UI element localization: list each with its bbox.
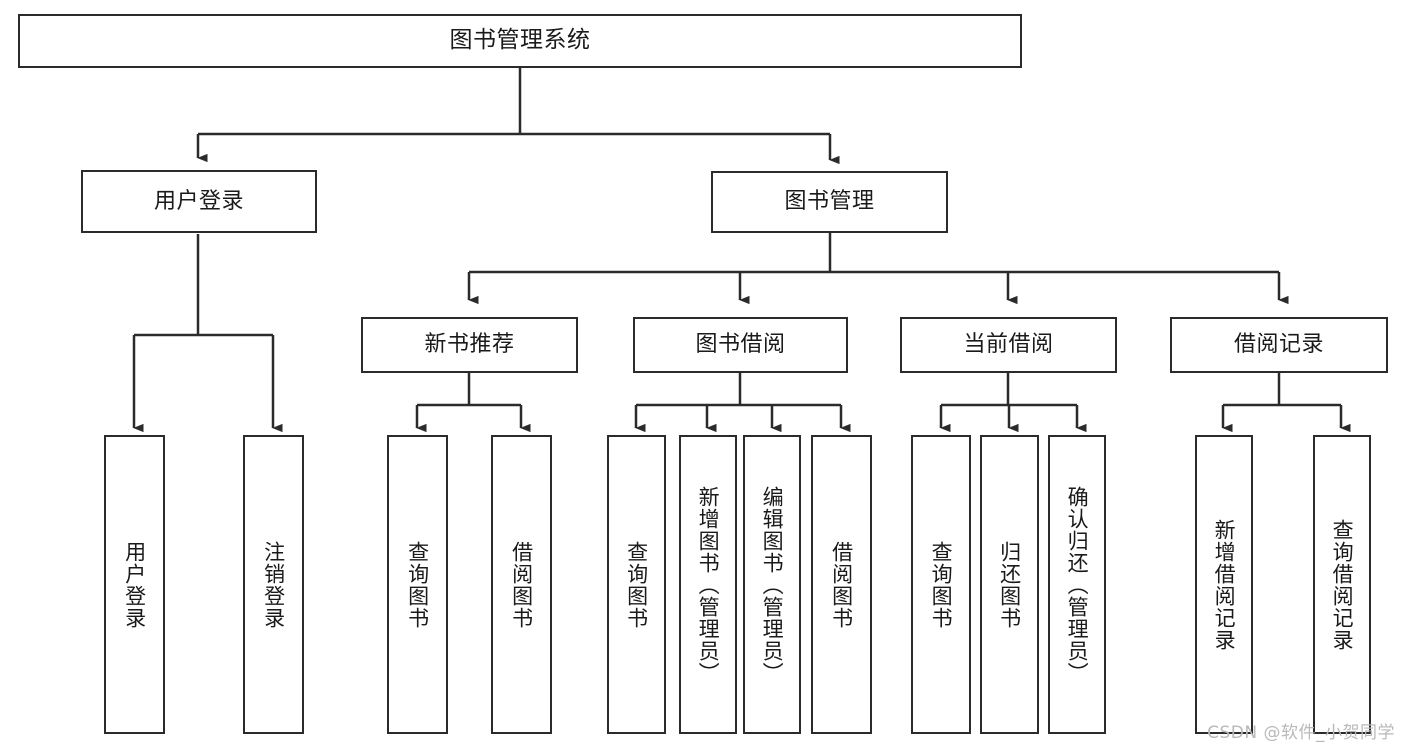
node-book-borrow-label: 图书借阅 bbox=[695, 332, 786, 358]
leaf-book-borrow-3[interactable]: 借阅图书 bbox=[811, 435, 872, 734]
leaf-label: 编辑图书（管理员） bbox=[760, 485, 785, 684]
leaf-current-borrow-2[interactable]: 确认归还（管理员） bbox=[1048, 435, 1106, 734]
leaf-label: 查询图书 bbox=[624, 540, 649, 629]
leaf-user-login-0[interactable]: 用户登录 bbox=[104, 435, 165, 734]
leaf-label: 查询借阅记录 bbox=[1330, 518, 1355, 651]
leaf-current-borrow-0[interactable]: 查询图书 bbox=[911, 435, 971, 734]
node-current-borrow[interactable]: 当前借阅 bbox=[900, 317, 1117, 373]
leaf-current-borrow-1[interactable]: 归还图书 bbox=[980, 435, 1039, 734]
node-current-borrow-label: 当前借阅 bbox=[963, 332, 1054, 358]
watermark-text: CSDN @软件_小贺同学 bbox=[1207, 723, 1395, 743]
node-borrow-record-label: 借阅记录 bbox=[1233, 332, 1324, 358]
leaf-label: 新增图书（管理员） bbox=[696, 485, 721, 684]
leaf-label: 用户登录 bbox=[122, 540, 147, 629]
node-root-label: 图书管理系统 bbox=[449, 27, 591, 54]
leaf-label: 注销登录 bbox=[261, 540, 286, 629]
node-borrow-record[interactable]: 借阅记录 bbox=[1170, 317, 1388, 373]
node-root[interactable]: 图书管理系统 bbox=[18, 14, 1022, 68]
node-book-manage-label: 图书管理 bbox=[784, 189, 875, 215]
node-new-book-rec-label: 新书推荐 bbox=[424, 332, 515, 358]
leaf-user-login-1[interactable]: 注销登录 bbox=[243, 435, 304, 734]
leaf-book-borrow-0[interactable]: 查询图书 bbox=[607, 435, 666, 734]
node-user-login-label: 用户登录 bbox=[153, 188, 244, 214]
leaf-label: 新增借阅记录 bbox=[1212, 518, 1237, 651]
leaf-label: 查询图书 bbox=[929, 540, 954, 629]
node-new-book-rec[interactable]: 新书推荐 bbox=[361, 317, 578, 373]
node-book-manage[interactable]: 图书管理 bbox=[711, 171, 948, 233]
node-user-login[interactable]: 用户登录 bbox=[81, 170, 317, 233]
leaf-borrow-record-1[interactable]: 查询借阅记录 bbox=[1313, 435, 1371, 734]
leaf-label: 确认归还（管理员） bbox=[1065, 485, 1090, 684]
node-book-borrow[interactable]: 图书借阅 bbox=[633, 317, 848, 373]
leaf-label: 查询图书 bbox=[405, 540, 430, 629]
leaf-borrow-record-0[interactable]: 新增借阅记录 bbox=[1195, 435, 1253, 734]
leaf-book-borrow-1[interactable]: 新增图书（管理员） bbox=[679, 435, 737, 734]
leaf-label: 借阅图书 bbox=[509, 540, 534, 629]
leaf-new-book-rec-1[interactable]: 借阅图书 bbox=[491, 435, 552, 734]
leaf-label: 归还图书 bbox=[997, 540, 1022, 629]
leaf-book-borrow-2[interactable]: 编辑图书（管理员） bbox=[743, 435, 801, 734]
leaf-new-book-rec-0[interactable]: 查询图书 bbox=[387, 435, 448, 734]
leaf-label: 借阅图书 bbox=[829, 540, 854, 629]
